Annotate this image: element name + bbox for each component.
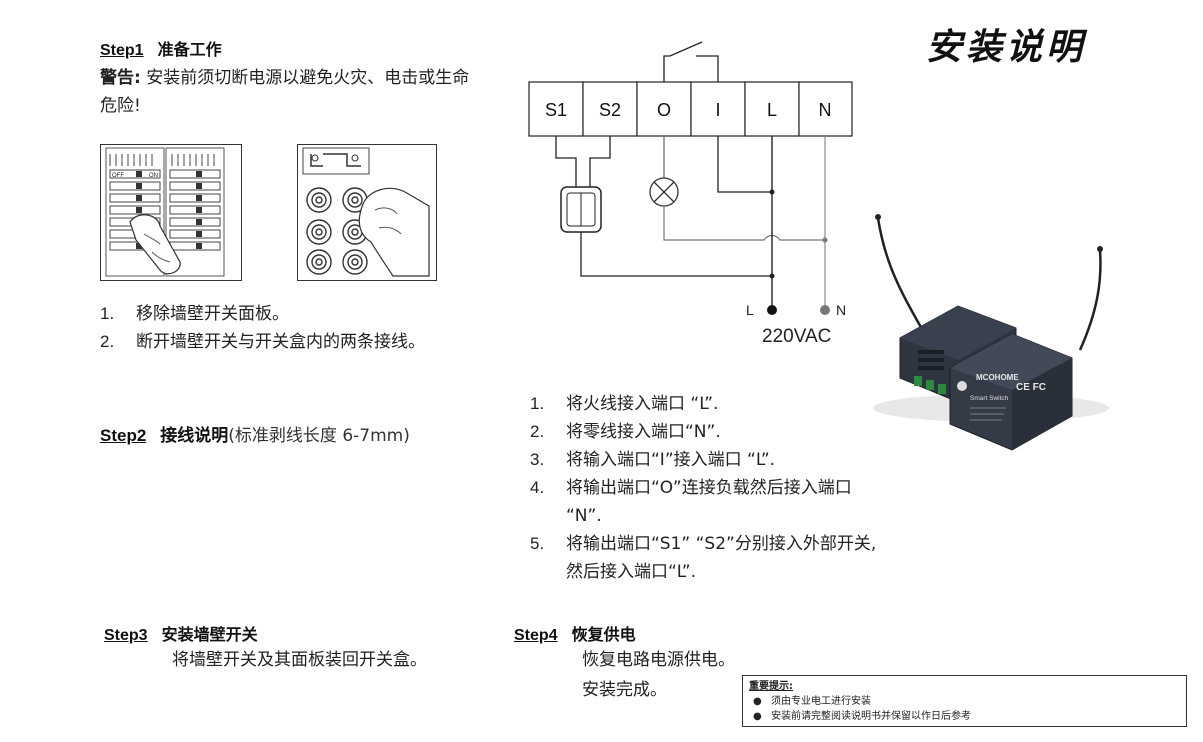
- step2-note: (标准剥线长度 6-7mm): [228, 426, 410, 446]
- step4-title: 恢复供电: [571, 625, 636, 644]
- notice-item: ●安装前请完整阅读说明书并保留以作日后参考: [753, 711, 971, 722]
- notice-item: ●须由专业电工进行安装: [753, 696, 871, 707]
- voltage-label: 220VAC: [762, 326, 831, 347]
- terminal-n: N: [819, 100, 832, 120]
- breaker-on-label: ON: [149, 173, 158, 179]
- notice-heading: 重要提示:: [749, 681, 793, 692]
- breaker-off-label: OFF: [112, 173, 124, 179]
- breaker-panel-illustration: OFF ON: [100, 144, 242, 281]
- step4-line-1: 恢复电路电源供电。: [582, 650, 735, 670]
- step3-heading: Step3 安装墙壁开关: [104, 621, 258, 645]
- neutral-label: N: [836, 302, 846, 318]
- document-title: 安装说明: [926, 26, 1087, 68]
- certification-marks: CE FC: [1016, 382, 1046, 393]
- terminal-s2: S2: [599, 100, 621, 120]
- important-notice: 重要提示: ●须由专业电工进行安装 ●安装前请完整阅读说明书并保留以作日后参考: [742, 675, 1187, 727]
- step1-title: 准备工作: [157, 40, 222, 59]
- product-illustration: MCOHOME Smart Switch CE FC: [873, 214, 1109, 451]
- step1-heading: Step1 准备工作: [100, 36, 222, 60]
- list-item: 2.将零线接入端口“N”.: [530, 422, 721, 442]
- warning-text: 安装前须切断电源以避免火灾、电击或生命危险!: [100, 68, 470, 116]
- list-item: 5.将输出端口“S1” “S2”分别接入外部开关,然后接入端口“L”.: [530, 534, 877, 582]
- step2-heading: Step2 接线说明(标准剥线长度 6-7mm): [100, 421, 410, 446]
- step1-number: Step1: [100, 42, 144, 59]
- step2-number: Step2: [100, 426, 147, 445]
- terminal-i: I: [715, 100, 720, 120]
- step1-warning: 警告: 安装前须切断电源以避免火灾、电击或生命危险!: [100, 64, 470, 120]
- list-item: 1.移除墙壁开关面板。: [100, 304, 289, 324]
- step1-list: 1.移除墙壁开关面板。 2.断开墙壁开关与开关盒内的两条接线。: [100, 300, 470, 356]
- list-item: 1.将火线接入端口 “L”.: [530, 394, 719, 414]
- terminal-s1: S1: [545, 100, 567, 120]
- list-item: 2.断开墙壁开关与开关盒内的两条接线。: [100, 332, 425, 352]
- switch-wiring-illustration: [297, 144, 437, 281]
- step4-line-2: 安装完成。: [582, 680, 667, 700]
- step3-text: 将墙壁开关及其面板装回开关盒。: [172, 650, 427, 670]
- step3-number: Step3: [104, 627, 148, 644]
- step2-list: 1.将火线接入端口 “L”. 2.将零线接入端口“N”. 3.将输入端口“I”接…: [530, 390, 892, 586]
- step3-title: 安装墙壁开关: [161, 625, 258, 644]
- terminal-l: L: [767, 100, 777, 120]
- step4-number: Step4: [514, 627, 558, 644]
- terminal-o: O: [657, 100, 671, 120]
- step4-heading: Step4 恢复供电: [514, 621, 636, 645]
- product-label: Smart Switch: [970, 395, 1009, 402]
- list-item: 3.将输入端口“I”接入端口 “L”.: [530, 450, 776, 470]
- line-label: L: [746, 302, 754, 318]
- warning-label: 警告:: [100, 68, 141, 88]
- wiring-diagram: S1 S2 O I L N L N 220VAC: [528, 41, 853, 347]
- relay-contact: [663, 41, 703, 82]
- step2-title: 接线说明: [160, 426, 229, 446]
- list-item: 4.将输出端口“O”连接负载然后接入端口 “N”.: [530, 478, 852, 526]
- product-brand: MCOHOME: [976, 373, 1019, 382]
